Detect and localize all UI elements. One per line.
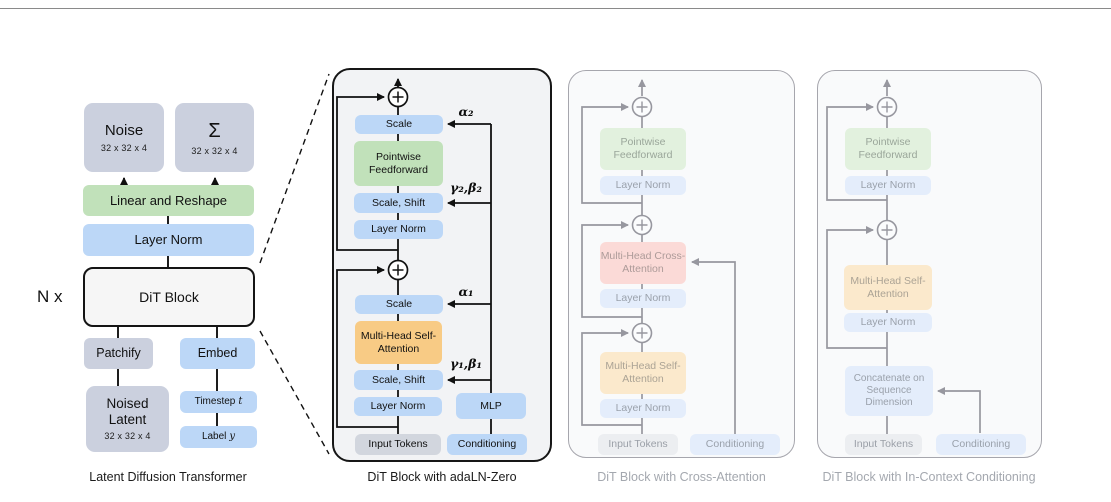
scale-1-node: Scale (355, 295, 443, 314)
linear-reshape-node: Linear and Reshape (83, 185, 254, 216)
concatenate-node: Concatenate on Sequence Dimension (845, 366, 933, 416)
caption-in-context-conditioning: DiT Block with In-Context Conditioning (822, 470, 1036, 484)
conditioning-node: Conditioning (447, 434, 527, 455)
cross-input-tokens-node: Input Tokens (598, 434, 678, 455)
noise-label: Noise (104, 121, 144, 139)
incontext-layer-norm-top-node: Layer Norm (845, 176, 931, 195)
noised-latent-label: Noised Latent (106, 395, 149, 428)
incontext-conditioning-node: Conditioning (936, 434, 1026, 455)
alpha-2-label: α₂ (458, 104, 474, 119)
noise-node: Noise 32 x 32 x 4 (84, 103, 164, 172)
incontext-multi-head-self-attention-node: Multi-Head Self-Attention (844, 265, 932, 310)
layer-norm-2-node: Layer Norm (354, 220, 443, 239)
incontext-layer-norm-mid-node: Layer Norm (844, 313, 932, 332)
label-y-var: y (229, 431, 236, 442)
patchify-node: Patchify (84, 338, 153, 369)
scale-2-node: Scale (355, 115, 443, 134)
input-tokens-node: Input Tokens (355, 434, 441, 455)
scale-shift-1-node: Scale, Shift (354, 370, 443, 390)
latent-panel-wires (117, 177, 219, 427)
dit-block-node: DiT Block (83, 267, 255, 327)
incontext-input-tokens-node: Input Tokens (845, 434, 922, 455)
multi-head-cross-attention-node: Multi-Head Cross-Attention (600, 242, 686, 284)
zoom-dashed-lines (259, 73, 330, 455)
mlp-node: MLP (456, 393, 526, 419)
caption-adaln-zero: DiT Block with adaLN-Zero (367, 470, 517, 484)
noised-latent-node: Noised Latent 32 x 32 x 4 (86, 386, 169, 452)
noised-latent-dims: 32 x 32 x 4 (104, 431, 151, 442)
timestep-var: t (238, 396, 243, 407)
layer-norm-1-node: Layer Norm (354, 397, 442, 416)
layer-norm-node: Layer Norm (83, 224, 254, 256)
page-rule (0, 8, 1111, 9)
scale-shift-2-node: Scale, Shift (354, 193, 443, 213)
sigma-dims: 32 x 32 x 4 (191, 145, 238, 156)
embed-node: Embed (180, 338, 255, 369)
cross-layer-norm-bottom-node: Layer Norm (600, 399, 686, 418)
n-times-label: N x (37, 287, 63, 306)
pointwise-feedforward-node: Pointwise Feedforward (354, 141, 443, 186)
cross-layer-norm-top-node: Layer Norm (600, 176, 686, 195)
cross-conditioning-node: Conditioning (690, 434, 780, 455)
gamma-beta-1-label: γ₁,β₁ (450, 356, 482, 371)
multi-head-self-attention-node: Multi-Head Self-Attention (355, 321, 442, 364)
adaln-sum-plus-icons (387, 86, 409, 281)
caption-latent-diffusion-transformer: Latent Diffusion Transformer (89, 470, 247, 484)
cross-pointwise-feedforward-node: Pointwise Feedforward (600, 128, 686, 170)
noise-dims: 32 x 32 x 4 (100, 142, 148, 153)
alpha-1-label: α₁ (458, 284, 474, 299)
gamma-beta-2-label: γ₂,β₂ (450, 180, 482, 195)
cross-sum-plus-icons (631, 96, 653, 344)
incontext-pointwise-feedforward-node: Pointwise Feedforward (845, 128, 931, 170)
incontext-sum-plus-icons (876, 96, 898, 241)
cross-multi-head-self-attention-node: Multi-Head Self-Attention (600, 352, 686, 394)
caption-cross-attention: DiT Block with Cross-Attention (597, 470, 766, 484)
cross-layer-norm-mid-node: Layer Norm (600, 289, 686, 308)
sigma-label: Σ (208, 119, 221, 142)
sigma-node: Σ 32 x 32 x 4 (175, 103, 254, 172)
